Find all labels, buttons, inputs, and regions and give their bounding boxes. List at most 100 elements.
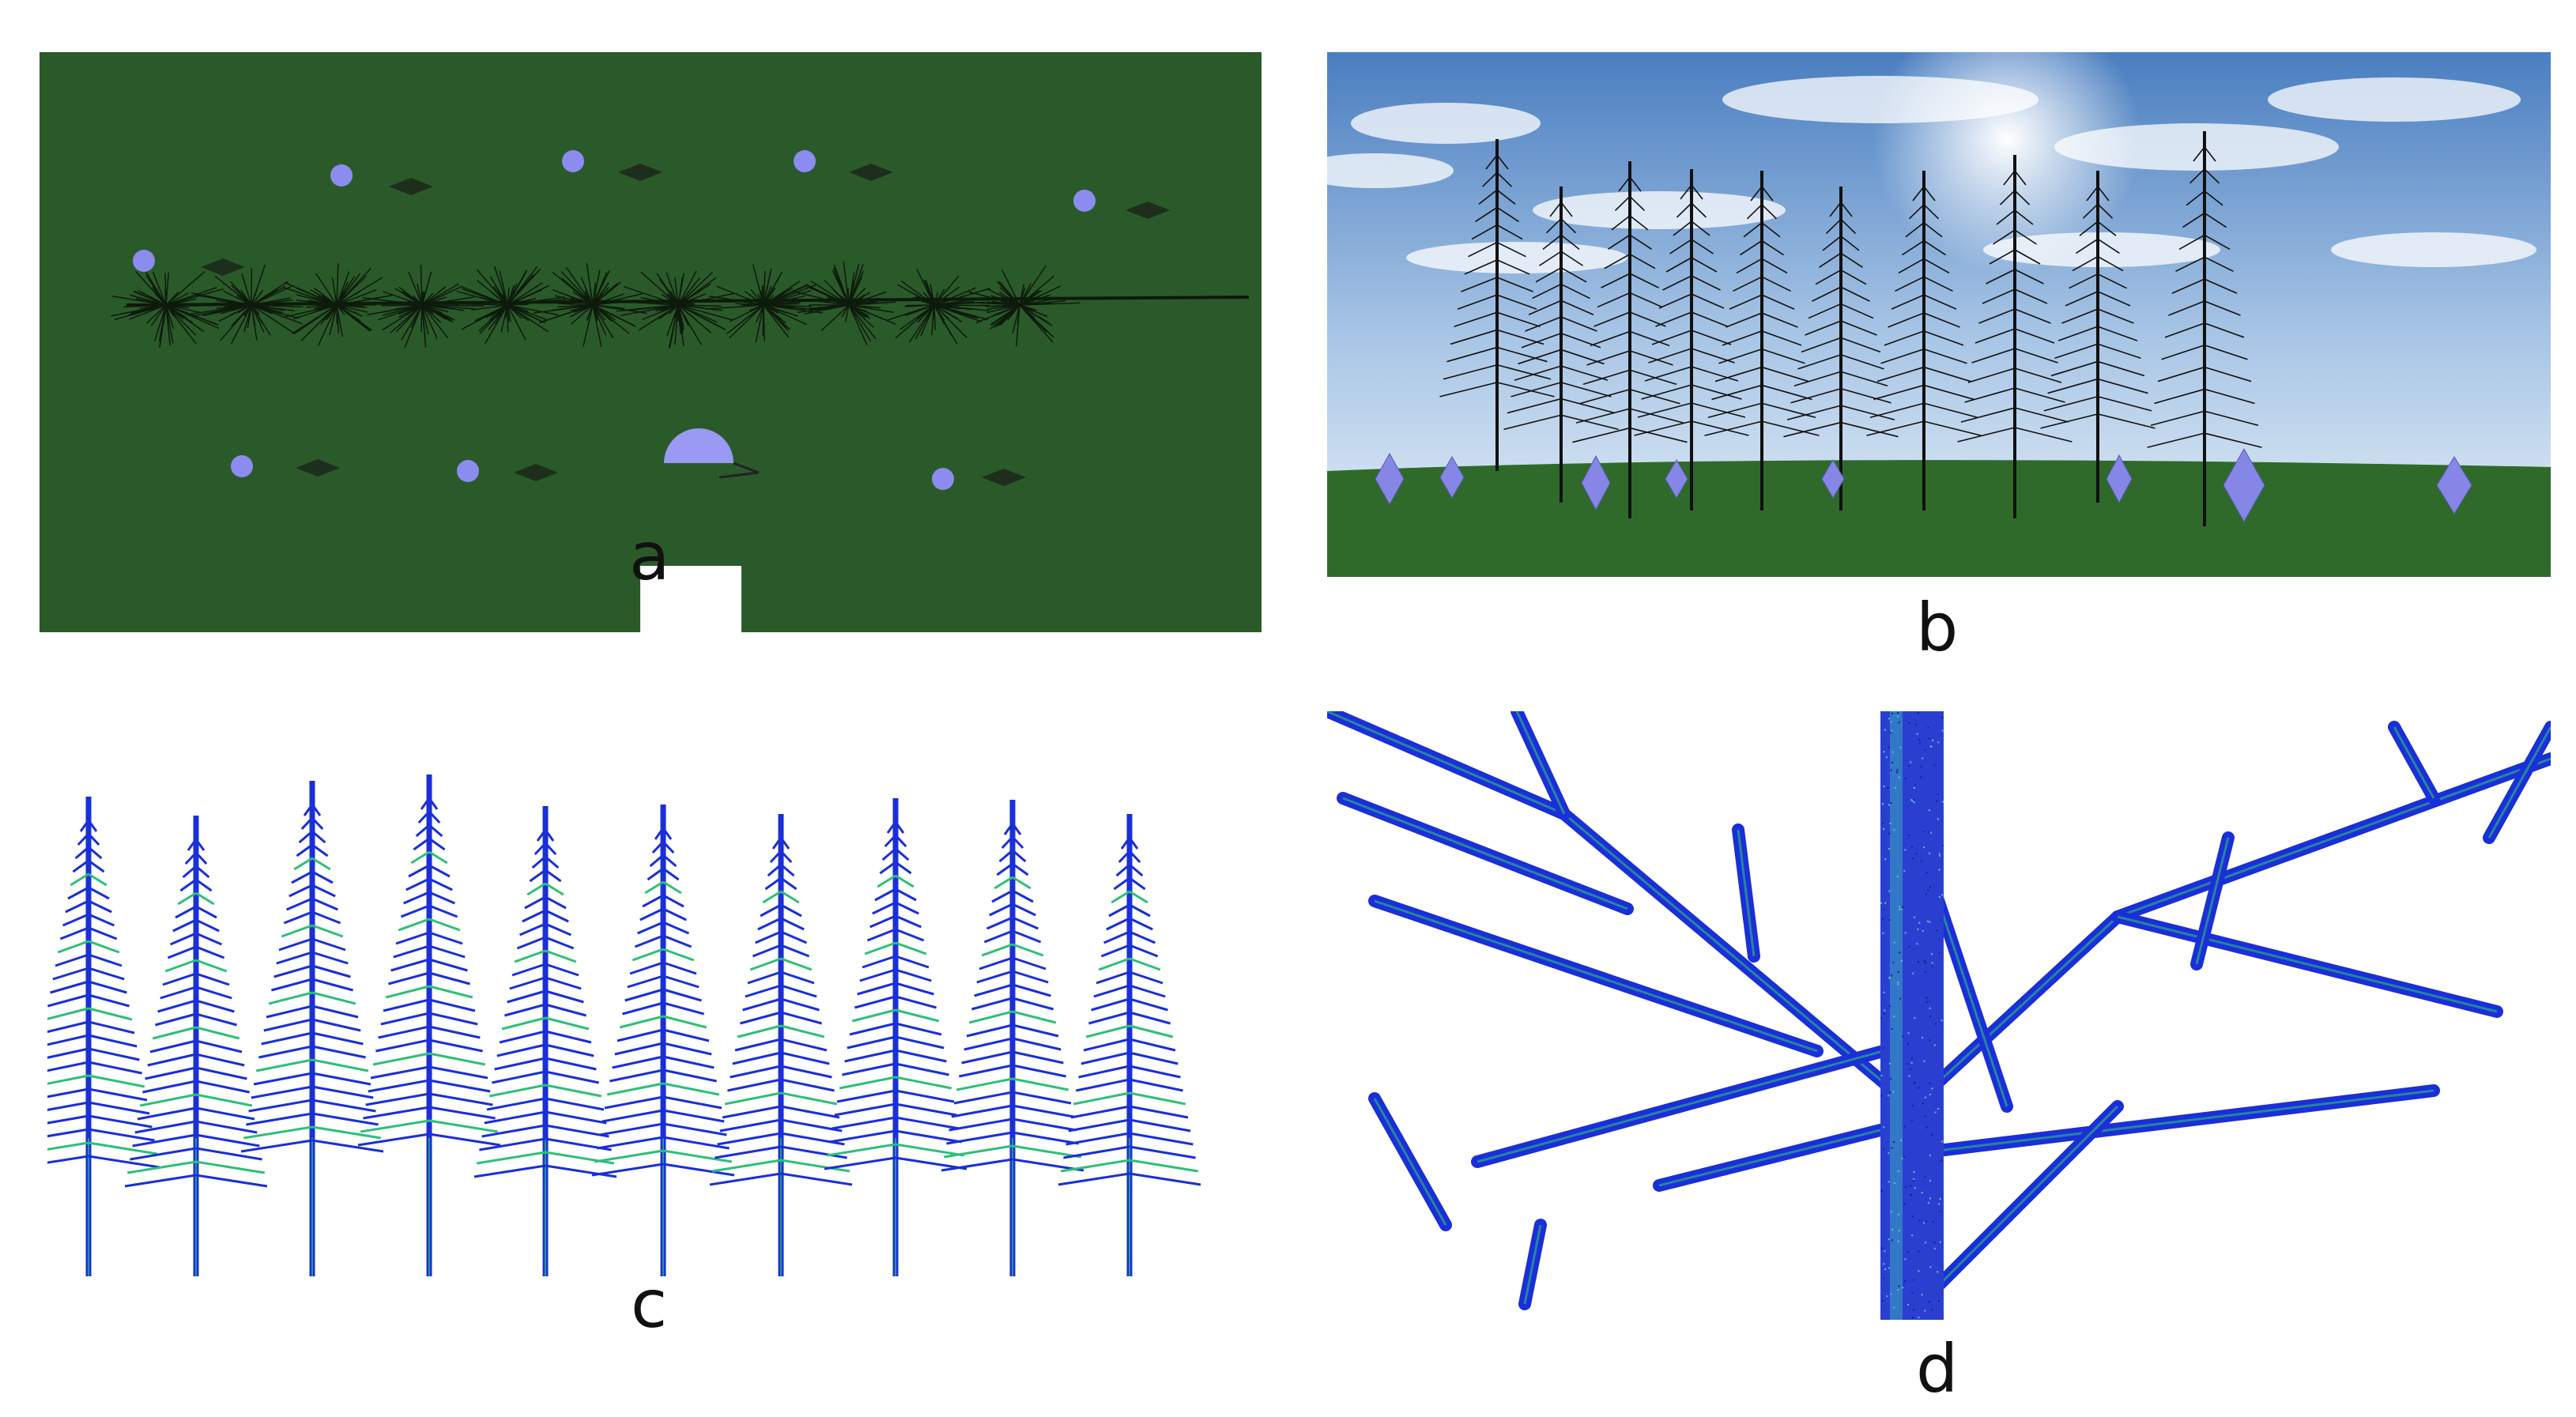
b-tree-branch [1611,215,1631,231]
b-tree-branch [1673,220,1692,236]
b-tree-branch [1783,421,1842,438]
b-tree-branch [2186,190,2205,206]
c-tree-branch [1058,1172,1130,1186]
c-tree-branch [976,970,1013,984]
c-tree-branch [47,1114,89,1125]
c-tree-branch [895,1089,955,1103]
a-branch-stroke [507,304,549,333]
c-tree-branch [195,1174,268,1188]
d-speckle [1911,857,1914,860]
a-branch-stroke [933,304,958,345]
c-tree-branch [662,1068,717,1083]
b-tree-branch [1629,369,1677,386]
b-tree-branch [1840,269,1867,285]
c-tree-branch [662,1136,730,1150]
b-tree-branch [1651,330,1692,345]
b-tree-branch [2014,170,2027,186]
c-tree-branch [780,1065,832,1079]
a-branch-stroke [1000,304,1020,326]
b-tree-branch [1629,330,1670,347]
b-tree-branch [1786,405,1842,420]
b-tree-branch [2047,378,2099,394]
c-tree-branch [780,1159,850,1173]
d-speckle [1907,1063,1909,1065]
c-tree-branch [895,1076,952,1090]
b-tree-branch [1691,420,1749,436]
d-speckle [1896,876,1899,878]
c-tree-branch [88,953,123,967]
a-branch-stroke [848,304,896,325]
a-branch-stroke [677,304,733,321]
c-tree-branch [1129,1172,1201,1186]
d-speckle [1908,722,1910,724]
d-speckle [1920,765,1922,767]
c-tree-branch [47,1101,89,1111]
c-tree-branch [74,846,89,860]
b-tree-branch [2097,291,2131,307]
c-tree-branch [545,869,562,883]
c-tree-branch [1076,1078,1130,1092]
b-tree-branch [2204,300,2241,316]
c-tree-branch [1012,1010,1057,1024]
c-tree-branch [662,1015,707,1029]
c-tree-branch [719,1118,782,1132]
a-branch-stroke [331,277,338,306]
c-tree-branch [780,876,798,891]
d-speckle [1926,1126,1929,1129]
panel-b-scene [1327,52,2551,577]
b-tree-branch [1514,365,1562,381]
d-speckle [1924,1175,1926,1178]
b-tree-branch [1790,387,1842,404]
c-tree-branch [662,907,687,921]
c-tree-branch [780,984,817,998]
c-tree-branch [428,837,446,851]
d-speckle [1922,1222,1925,1224]
a-branch-stroke [677,304,722,307]
violet-diamond-icon [1581,454,1611,511]
c-tree-branch [88,926,118,940]
c-tree-branch [854,995,896,1009]
a-branch-stroke [251,304,295,334]
d-speckle [1916,733,1918,735]
b-tree-branch [2150,410,2205,427]
d-speckle [1921,1192,1923,1194]
c-tree-branch [895,1035,945,1050]
c-tree-branch [953,1091,1013,1105]
b-clouds [1327,76,2536,273]
c-tree-branch [994,876,1013,890]
d-speckle [1897,982,1899,984]
c-tree-branch [762,890,782,904]
a-branch-stroke [165,304,174,344]
d-speckle [1902,906,1904,908]
violet-diamond-icon [2223,447,2265,523]
a-branch-stroke [750,288,764,306]
c-tree-branch [629,961,664,975]
c-tree-branch [662,894,685,908]
c-tree-branch [522,909,546,923]
d-speckle [1941,717,1944,719]
c-tree-branch [88,1061,142,1075]
a-branch-stroke [640,271,679,306]
d-speckle [1918,1250,1920,1253]
c-tree-branch [1012,1091,1072,1105]
c-tree-branch [745,984,782,998]
a-branch-stroke [583,304,594,347]
b-tree-branch [1711,384,1763,401]
b-tree-branch [1761,258,1788,274]
c-tree-branch [170,932,197,946]
d-speckle [1883,828,1885,831]
c-tree-branch [740,1011,782,1025]
c-tree-branch [895,968,932,982]
c-tree-branch [428,1065,488,1080]
c-tree-branch [88,846,103,860]
d-branch-highlight [1911,1089,2435,1155]
c-tree-branch [844,1049,896,1063]
c-tree-branch [311,1004,359,1019]
c-tree-branch [255,1058,313,1072]
a-branch-stroke [848,301,896,306]
c-tree-branch [1100,944,1130,958]
a-branch-stroke [421,304,449,339]
d-speckle [1892,1091,1895,1093]
c-tree-branch [47,1155,89,1164]
d-branch-highlight [1523,1224,1542,1305]
